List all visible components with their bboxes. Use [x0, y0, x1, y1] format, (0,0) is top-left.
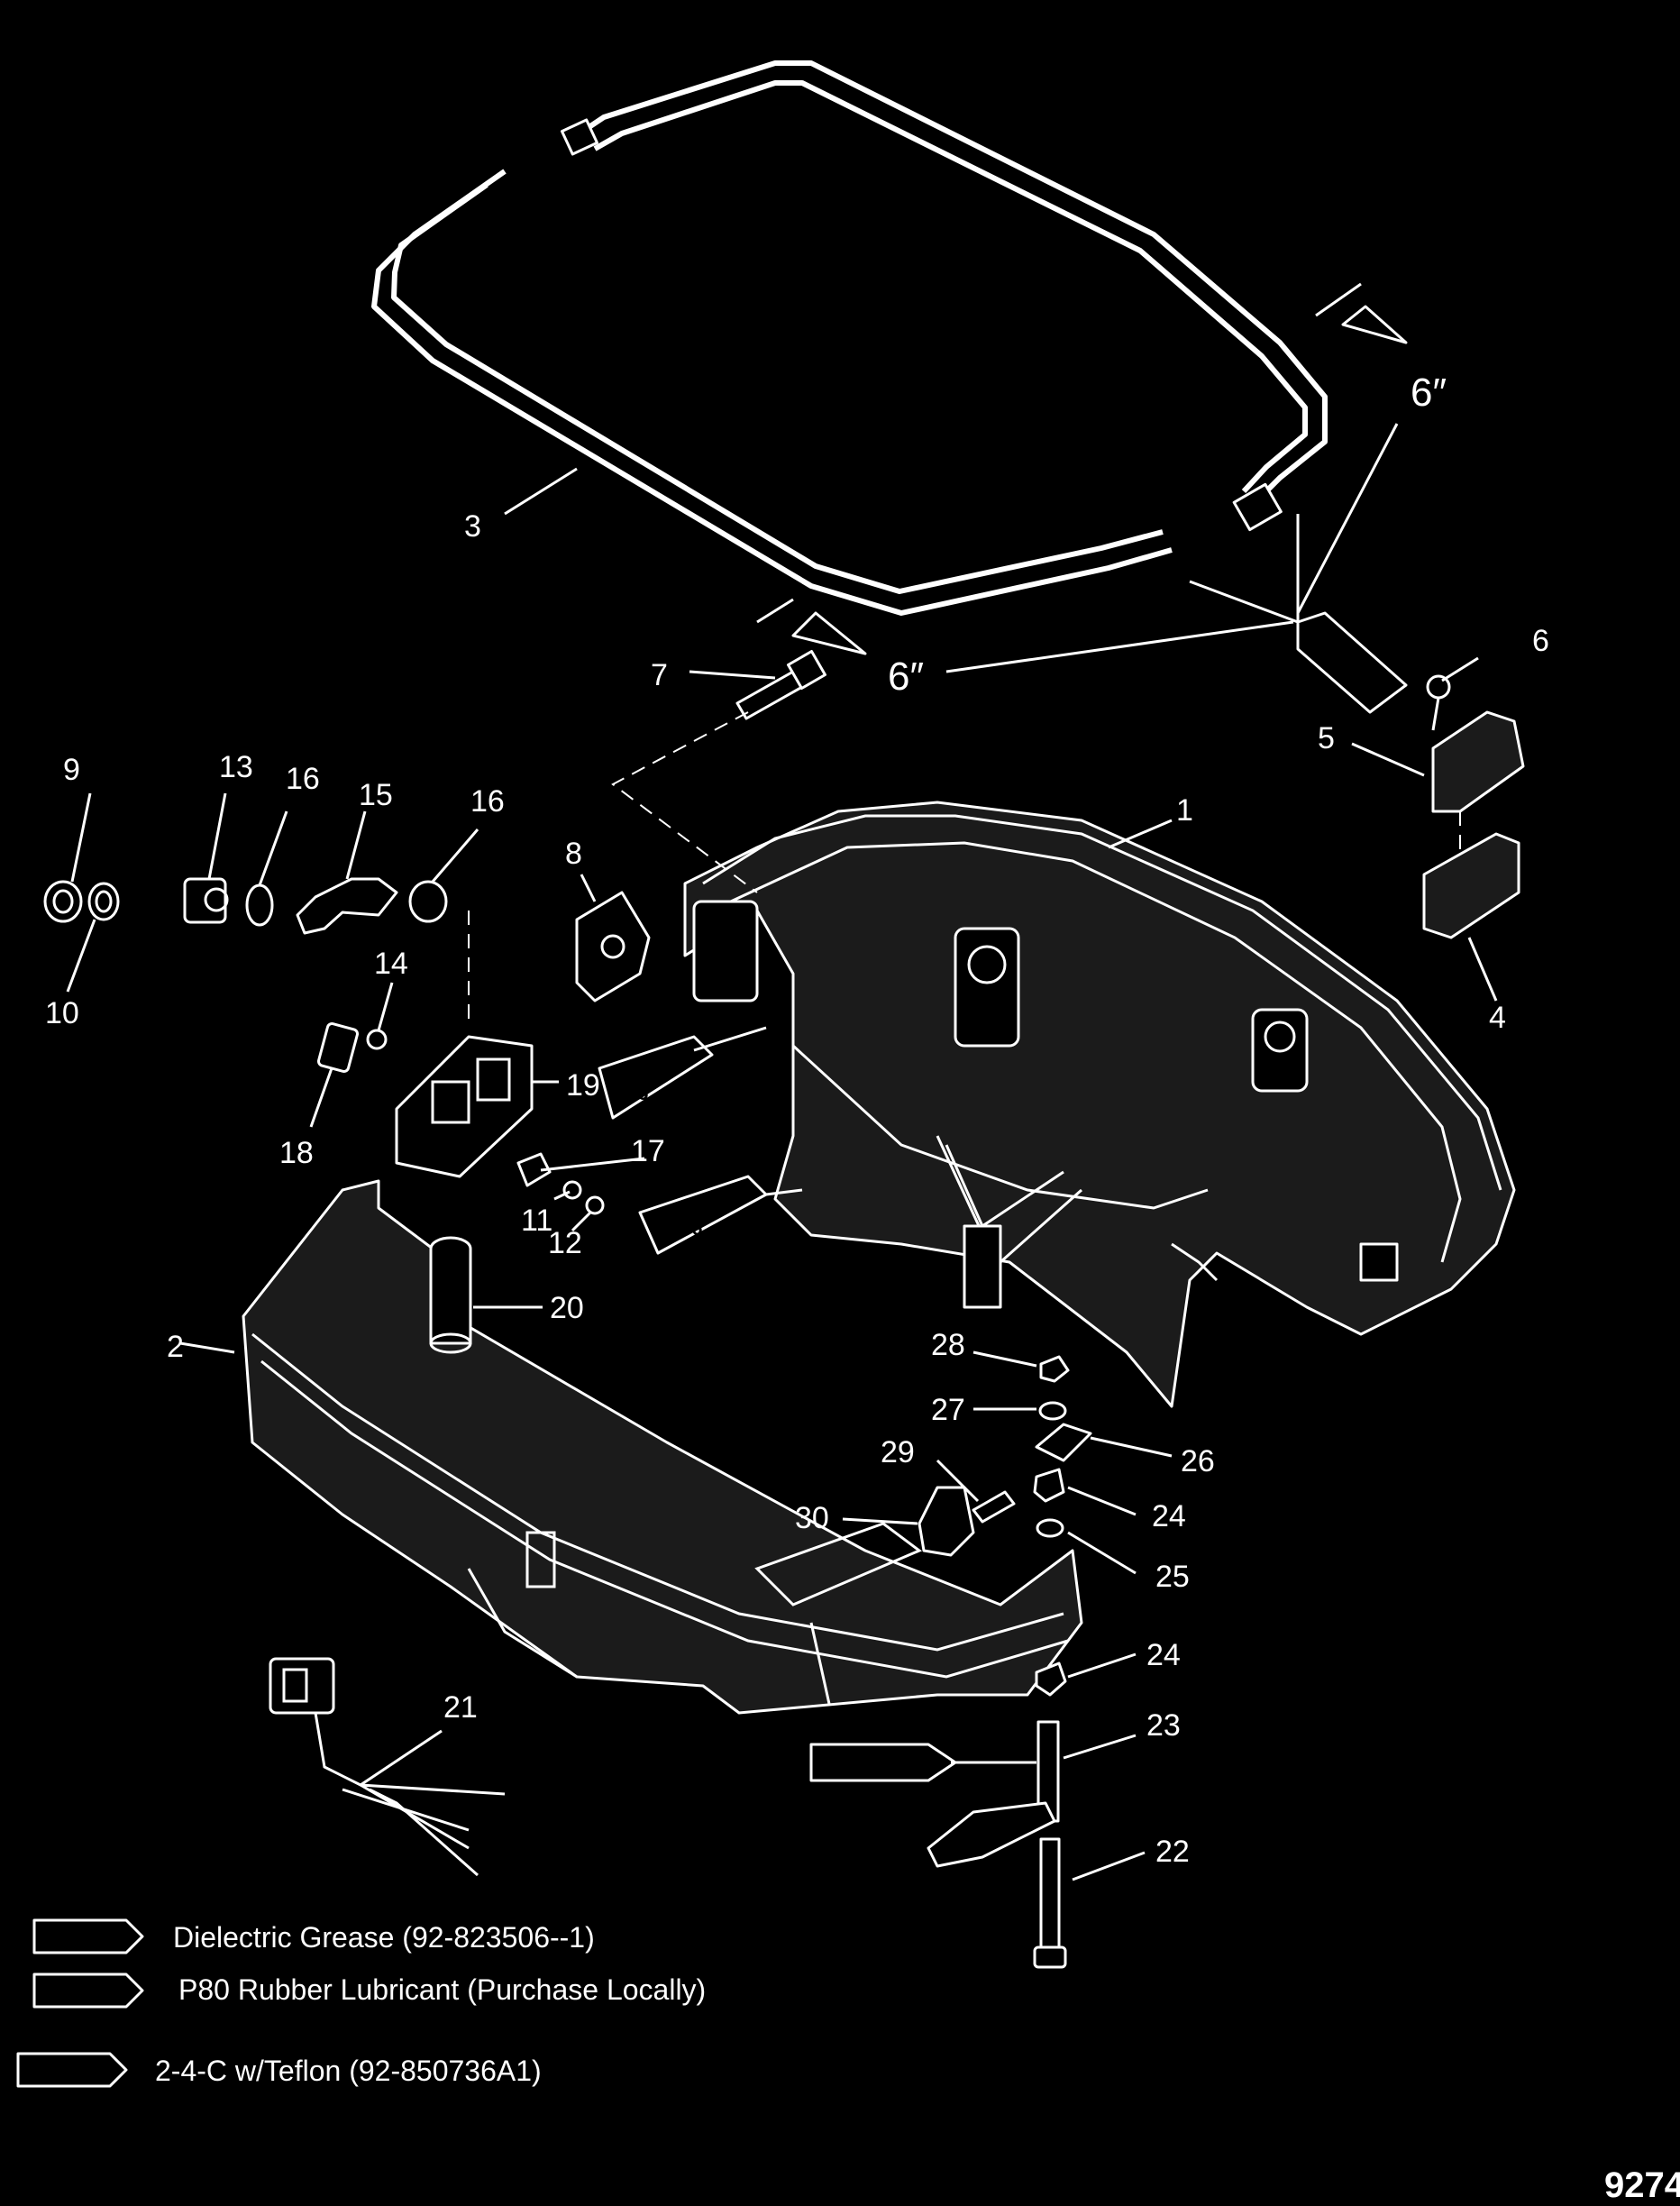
callout-17: 17 [631, 1134, 665, 1168]
callout-8: 8 [565, 837, 582, 871]
washer-part-25 [1036, 1518, 1064, 1538]
svg-text:95: 95 [50, 2059, 72, 2082]
callout-16: 16 [470, 784, 505, 819]
callout-2: 2 [167, 1330, 184, 1364]
figure-number: 9274 [1604, 2165, 1680, 2205]
washer-part-10 [87, 882, 120, 921]
bracket-part-8 [575, 891, 651, 1002]
callout-21: 21 [443, 1690, 478, 1725]
callout-20: 20 [550, 1291, 584, 1325]
svg-text:36: 36 [680, 1217, 702, 1240]
callout-24: 24 [1146, 1638, 1181, 1672]
leader-lines [66, 423, 1498, 1881]
lubricant-tube-36: 36 [963, 1224, 1002, 1309]
callout-27: 27 [931, 1393, 965, 1427]
seal-ring-part-3 [371, 60, 1328, 616]
lubricant-tube-icon [32, 1918, 144, 1954]
dimension-arrows [756, 282, 1408, 655]
hose-clamp-part-16a [245, 883, 274, 927]
svg-text:Dielectric Grease (92-823506--: Dielectric Grease (92-823506--1) [173, 1921, 595, 1954]
svg-text:6: 6 [1352, 663, 1363, 685]
callout-14: 14 [374, 947, 408, 981]
svg-text:36: 36 [626, 1082, 648, 1104]
bracket-part-30 [918, 1486, 975, 1557]
washer-part-27 [1038, 1401, 1067, 1421]
lubricant-tube-icon [32, 1973, 144, 2009]
legend-row: 95 2-4-C w/Teflon (92-850736A1) [16, 2052, 542, 2088]
svg-text:6: 6 [70, 1926, 81, 1948]
tube-part-20 [429, 1236, 472, 1354]
legend: 6 Dielectric Grease (92-823506--1) 36 P8… [16, 1918, 706, 2088]
fitting-part-13 [183, 877, 229, 924]
callout-6: 6 [1532, 624, 1549, 658]
cover-part-5 [1431, 710, 1525, 813]
hose-part-15 [296, 877, 398, 935]
nut-part-24b [1035, 1661, 1067, 1697]
nipple-part-17 [516, 1152, 552, 1187]
arrow-icon [791, 611, 867, 655]
dimension-label: 6″ [888, 654, 924, 699]
plate-part-26 [1035, 1423, 1092, 1462]
arrow-icon [1341, 305, 1408, 344]
harness-part-21 [269, 1657, 506, 1877]
callout-26: 26 [1181, 1444, 1215, 1478]
callout-15: 15 [359, 778, 393, 812]
screw-part-29 [972, 1490, 1016, 1524]
switch-part-18 [316, 1022, 360, 1073]
panel-part-19 [395, 1035, 534, 1178]
callout-9: 9 [63, 753, 80, 787]
callout-25: 25 [1155, 1560, 1190, 1594]
hose-clamp-part-16b [408, 880, 448, 923]
assembly-line [611, 711, 758, 893]
star-washer-part-11 [562, 1180, 582, 1200]
lubricant-tube-6: 6 [1296, 611, 1408, 714]
o-ring-part-12 [585, 1195, 605, 1215]
callout-12: 12 [548, 1226, 582, 1260]
nut-part-28 [1039, 1355, 1070, 1383]
svg-text:95: 95 [858, 1753, 880, 1775]
lubricant-tube-36: 36 [638, 1175, 768, 1255]
lubricant-tube-icon [16, 2052, 128, 2088]
lubricant-tube-95: 95 [809, 1743, 957, 1782]
callout-3: 3 [464, 509, 481, 544]
callout-19: 19 [566, 1068, 600, 1103]
connector-part-4 [1422, 832, 1520, 939]
callout-4: 4 [1489, 1001, 1506, 1035]
callout-22: 22 [1155, 1835, 1190, 1869]
svg-text:2-4-C w/Teflon (92-850736A1): 2-4-C w/Teflon (92-850736A1) [155, 2055, 542, 2087]
callout-10: 10 [45, 996, 79, 1030]
legend-row: 6 Dielectric Grease (92-823506--1) [32, 1918, 595, 1954]
ring-part-14 [366, 1029, 388, 1050]
callout-29: 29 [881, 1435, 915, 1469]
bolt-part-7 [735, 650, 826, 720]
legend-row: 36 P80 Rubber Lubricant (Purchase Locall… [32, 1973, 706, 2009]
callout-30: 30 [795, 1501, 829, 1535]
callout-5: 5 [1318, 721, 1335, 755]
callout-11: 11 [521, 1204, 552, 1238]
latch-part-23 [927, 1720, 1060, 1868]
svg-text:P80 Rubber Lubricant (Purchase: P80 Rubber Lubricant (Purchase Locally) [178, 1973, 706, 2006]
nut-part-24a [1033, 1468, 1065, 1503]
svg-text:36: 36 [65, 1980, 87, 2002]
callout-7: 7 [651, 658, 668, 692]
lubricant-tube-36: 36 [598, 1035, 714, 1120]
grommet-part-9 [43, 880, 83, 923]
bottom-cowl-part-2 [242, 1179, 1083, 1715]
callout-23: 23 [1146, 1708, 1181, 1743]
callout-13: 13 [219, 750, 253, 784]
dimension-label: 6″ [1411, 371, 1447, 415]
callout-24: 24 [1152, 1499, 1186, 1533]
callout-labels: 1 2 3 4 5 6 7 8 9 10 11 12 13 14 15 16 1… [45, 371, 1549, 1869]
callout-1: 1 [1176, 793, 1193, 828]
bolt-part-22 [1033, 1837, 1067, 1969]
screw-part-6 [1426, 674, 1451, 731]
callout-18: 18 [279, 1136, 314, 1170]
svg-text:36: 36 [970, 1255, 991, 1277]
top-cowl-part-1 [683, 801, 1516, 1408]
callout-16: 16 [286, 762, 320, 796]
callout-28: 28 [931, 1328, 965, 1362]
